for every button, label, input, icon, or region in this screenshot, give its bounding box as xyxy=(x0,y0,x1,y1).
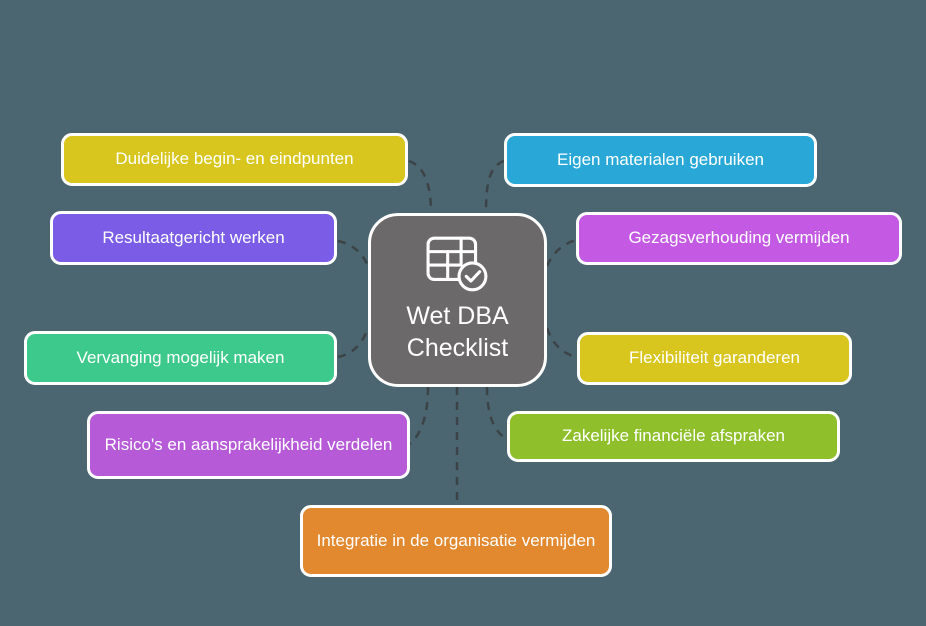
node-label: Zakelijke financiële afspraken xyxy=(561,426,785,446)
node-vervanging-mogelijk-maken: Vervanging mogelijk maken xyxy=(24,331,337,385)
node-flexibiliteit-garanderen: Flexibiliteit garanderen xyxy=(577,332,852,385)
node-label: Resultaatgericht werken xyxy=(102,227,285,247)
node-label: Risico's en aansprakelijkheid verdelen xyxy=(104,434,393,454)
node-label: Eigen materialen gebruiken xyxy=(557,149,764,169)
center-node-wet-dba-checklist: Wet DBA Checklist xyxy=(368,213,547,387)
node-resultaatgericht-werken: Resultaatgericht werken xyxy=(50,211,337,265)
node-label: Duidelijke begin- en eindpunten xyxy=(115,149,354,169)
node-label: Integratie in de organisatie vermijden xyxy=(316,530,596,550)
node-risicos-en-aansprakelijkheid-verdelen: Risico's en aansprakelijkheid verdelen xyxy=(87,411,410,479)
center-node-label: Wet DBA Checklist xyxy=(406,301,509,363)
connector-vervanging xyxy=(337,327,370,359)
connector-resultaatgericht xyxy=(337,239,370,267)
node-gezagsverhouding-vermijden: Gezagsverhouding vermijden xyxy=(576,212,902,265)
table-check-icon xyxy=(426,236,487,291)
node-label: Vervanging mogelijk maken xyxy=(76,347,285,367)
node-duidelijke-begin-en-eindpunten: Duidelijke begin- en eindpunten xyxy=(61,133,408,186)
connector-zakelijke xyxy=(485,386,507,441)
node-label: Gezagsverhouding vermijden xyxy=(628,228,850,248)
connector-gezagsverhouding xyxy=(545,238,577,267)
connector-risicos xyxy=(409,386,430,445)
connector-duidelijke xyxy=(408,159,433,214)
connector-eigen-materialen xyxy=(484,159,505,214)
node-integratie-in-de-organisatie-vermijden: Integratie in de organisatie vermijden xyxy=(300,505,612,577)
connector-flexibiliteit xyxy=(545,327,578,359)
node-zakelijke-financiele-afspraken: Zakelijke financiële afspraken xyxy=(507,411,840,462)
node-label: Flexibiliteit garanderen xyxy=(628,348,801,368)
node-eigen-materialen-gebruiken: Eigen materialen gebruiken xyxy=(504,133,817,187)
